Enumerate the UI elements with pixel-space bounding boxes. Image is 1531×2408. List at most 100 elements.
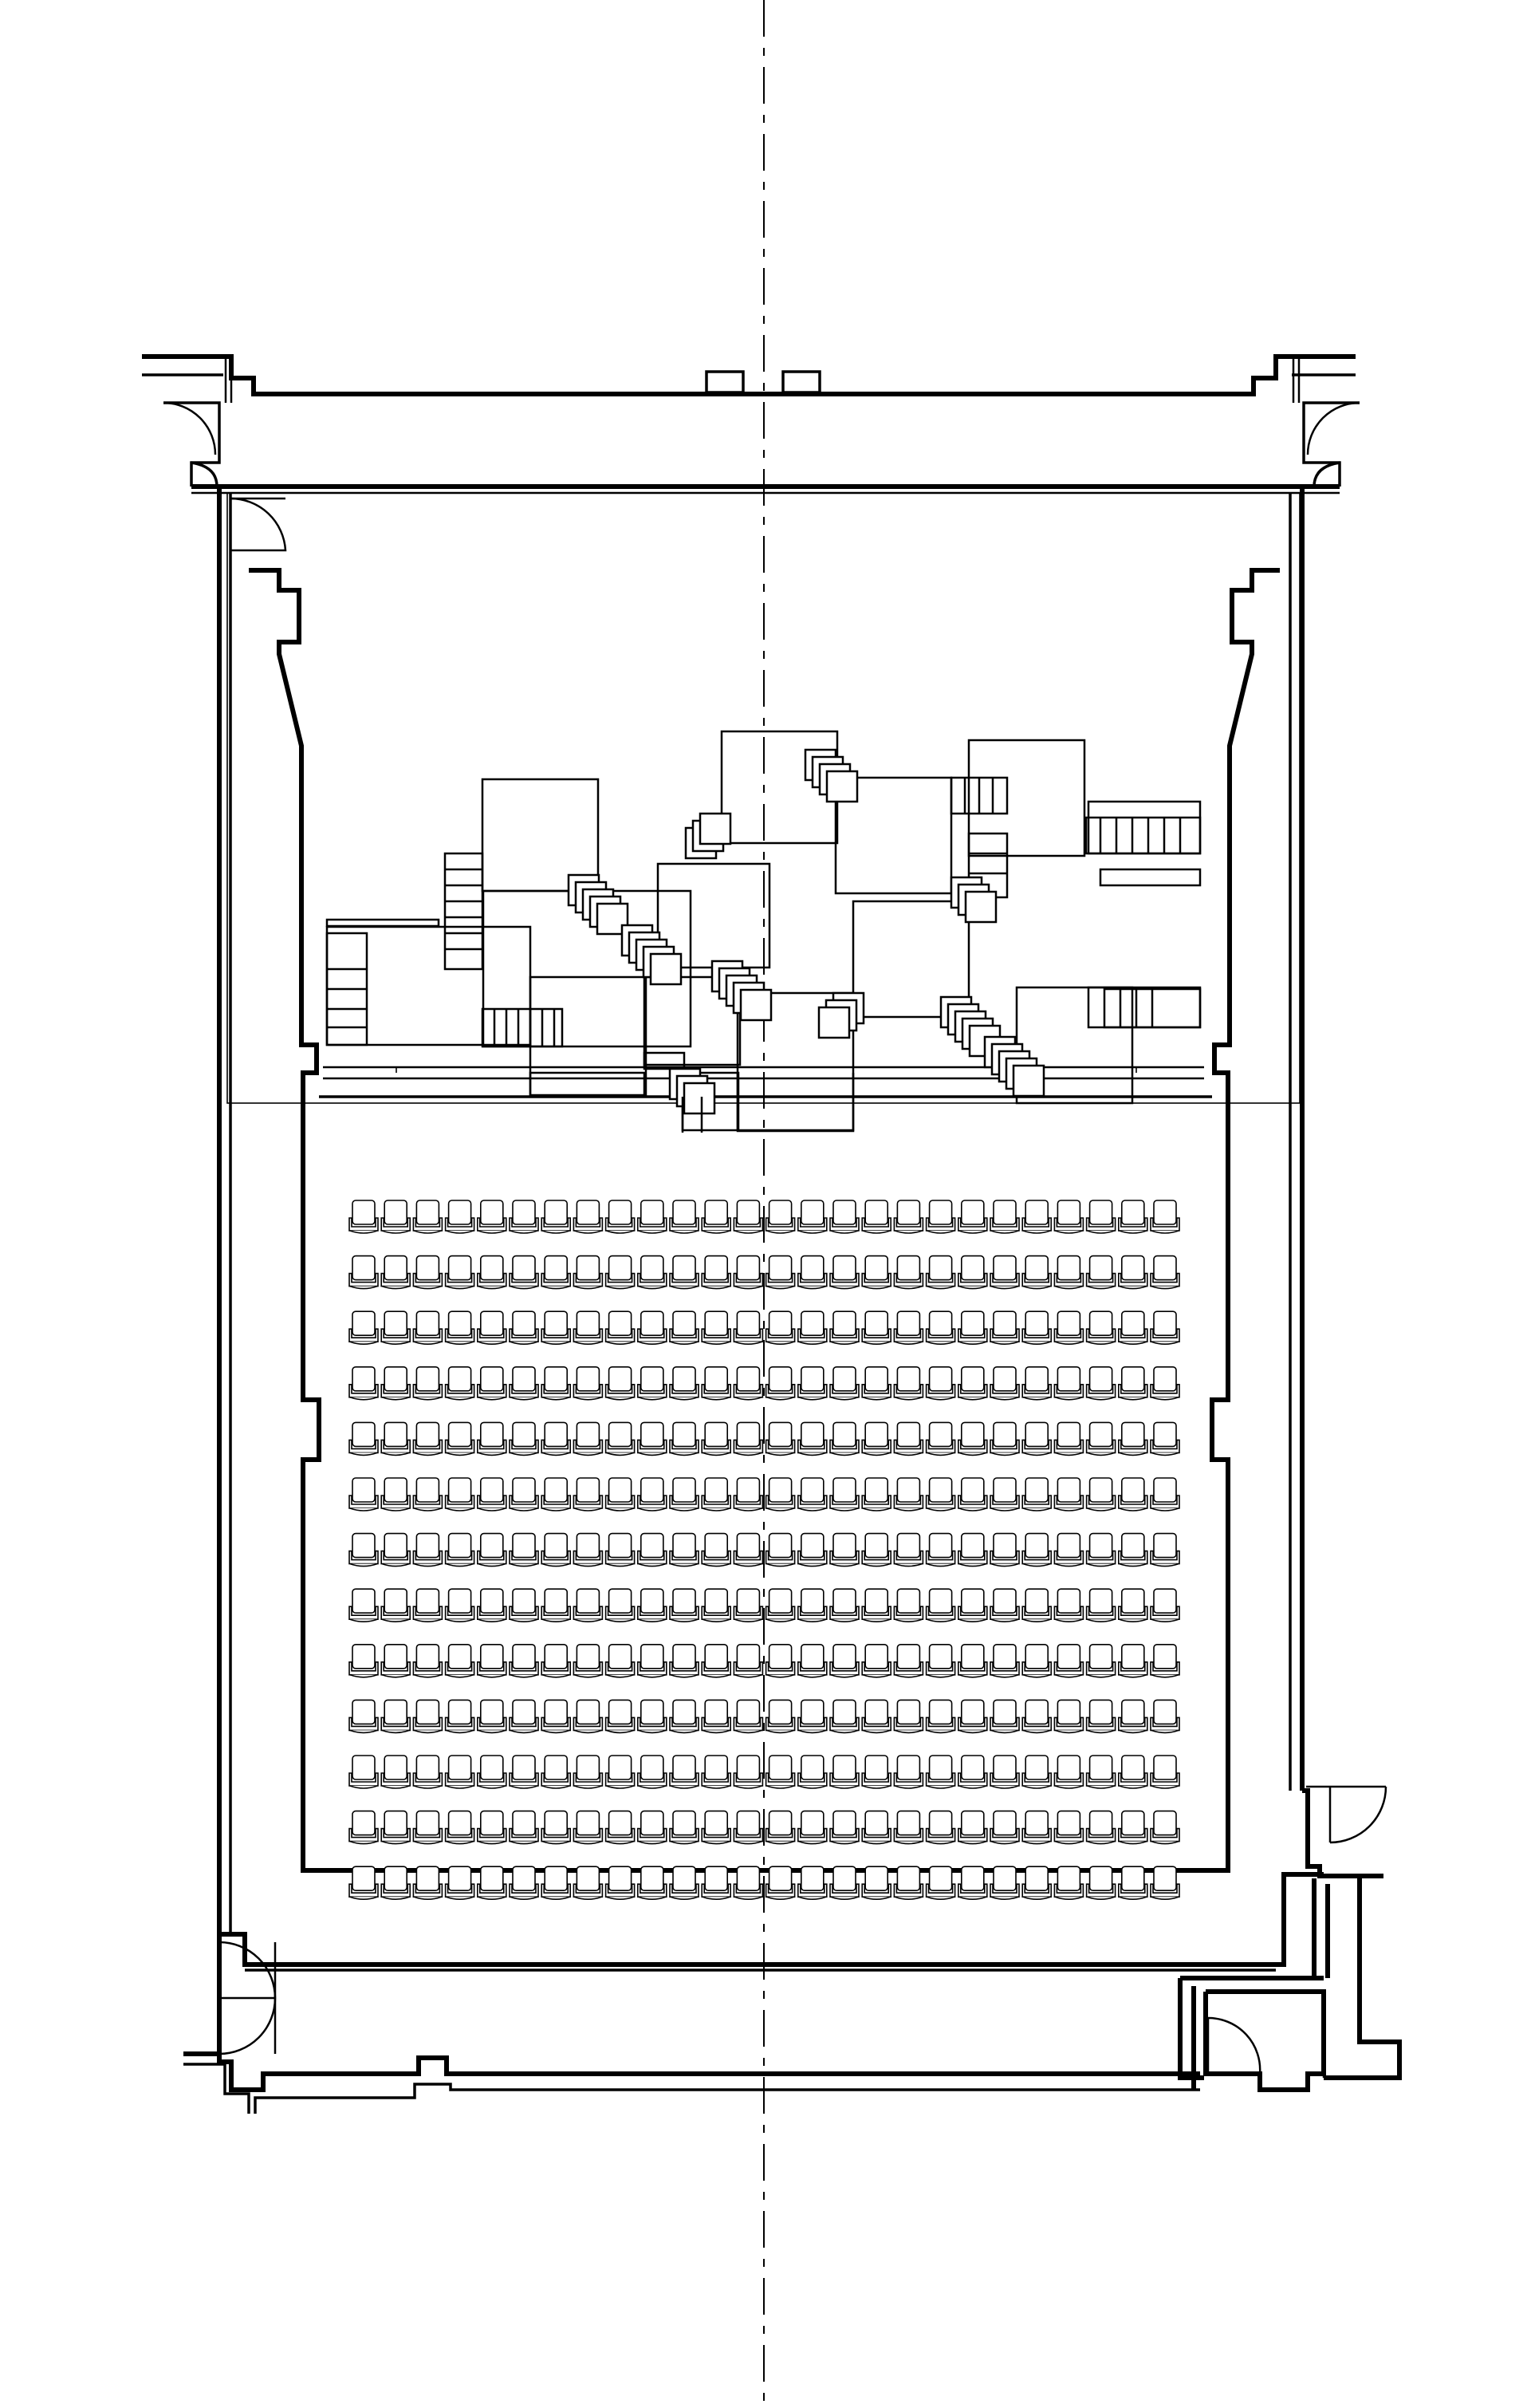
theatre-seat-icon xyxy=(1085,1532,1116,1567)
theatre-seat-icon xyxy=(669,1532,699,1567)
theatre-seat-icon xyxy=(893,1588,924,1622)
theatre-seat-icon xyxy=(893,1421,924,1456)
theatre-seat-icon xyxy=(637,1532,667,1567)
seat-row xyxy=(348,1421,1180,1456)
theatre-seat-icon xyxy=(701,1532,731,1567)
theatre-seat-icon xyxy=(733,1200,764,1234)
theatre-seat-icon xyxy=(701,1755,731,1789)
theatre-seat-icon xyxy=(380,1532,411,1567)
theatre-seat-icon xyxy=(604,1366,636,1401)
theatre-seat-icon xyxy=(765,1755,796,1789)
theatre-seat-icon xyxy=(1150,1310,1180,1345)
theatre-seat-icon xyxy=(1118,1421,1148,1456)
proscenium-left xyxy=(249,568,319,1097)
theatre-seat-icon xyxy=(733,1755,764,1789)
theatre-seat-icon xyxy=(669,1588,699,1622)
theatre-seat-icon xyxy=(380,1644,411,1678)
theatre-seat-icon xyxy=(412,1644,443,1678)
theatre-seat-icon xyxy=(861,1200,891,1234)
theatre-seat-icon xyxy=(509,1310,539,1345)
seating-area xyxy=(348,1200,1180,1900)
theatre-seat-icon xyxy=(797,1310,828,1345)
theatre-seat-icon xyxy=(573,1255,604,1290)
theatre-seat-icon xyxy=(573,1310,604,1345)
theatre-seat-icon xyxy=(477,1421,507,1456)
theatre-seat-icon xyxy=(893,1477,924,1511)
theatre-seat-icon xyxy=(990,1532,1020,1567)
theatre-seat-icon xyxy=(1021,1699,1052,1734)
theatre-seat-icon xyxy=(637,1366,667,1401)
theatre-seat-icon xyxy=(765,1366,796,1401)
theatre-seat-icon xyxy=(509,1755,539,1789)
theatre-seat-icon xyxy=(477,1588,507,1622)
theatre-seat-icon xyxy=(348,1644,379,1678)
theatre-seat-icon xyxy=(604,1866,636,1900)
theatre-seat-icon xyxy=(765,1644,796,1678)
theatre-seat-icon xyxy=(958,1255,988,1290)
theatre-seat-icon xyxy=(477,1755,507,1789)
theatre-seat-icon xyxy=(958,1588,988,1622)
theatre-seat-icon xyxy=(765,1810,796,1845)
theatre-seat-icon xyxy=(733,1644,764,1678)
theatre-seat-icon xyxy=(604,1421,636,1456)
lower-left-door xyxy=(218,1932,277,2055)
theatre-seat-icon xyxy=(412,1755,443,1789)
theatre-seat-icon xyxy=(990,1366,1020,1401)
theatre-seat-icon xyxy=(1053,1699,1084,1734)
theatre-seat-icon xyxy=(604,1532,636,1567)
theatre-seat-icon xyxy=(380,1699,411,1734)
theatre-seat-icon xyxy=(1053,1366,1084,1401)
theatre-seat-icon xyxy=(958,1366,988,1401)
theatre-seat-icon xyxy=(958,1477,988,1511)
theatre-seat-icon xyxy=(1053,1477,1084,1511)
theatre-seat-icon xyxy=(733,1588,764,1622)
theatre-seat-icon xyxy=(1118,1699,1148,1734)
theatre-seat-icon xyxy=(541,1310,571,1345)
proscenium-right xyxy=(1212,568,1280,1097)
theatre-seat-icon xyxy=(348,1366,379,1401)
theatre-seat-icon xyxy=(829,1200,860,1234)
theatre-seat-icon xyxy=(925,1866,956,1900)
theatre-seat-icon xyxy=(1085,1421,1116,1456)
theatre-seat-icon xyxy=(477,1699,507,1734)
theatre-seat-icon xyxy=(1053,1866,1084,1900)
theatre-seat-icon xyxy=(669,1366,699,1401)
theatre-seat-icon xyxy=(509,1421,539,1456)
theatre-seat-icon xyxy=(990,1644,1020,1678)
theatre-seat-icon xyxy=(1150,1366,1180,1401)
theatre-seat-icon xyxy=(412,1588,443,1622)
theatre-seat-icon xyxy=(541,1866,571,1900)
theatre-seat-icon xyxy=(765,1699,796,1734)
theatre-seat-icon xyxy=(412,1310,443,1345)
lower-right-vestibule xyxy=(1178,1788,1402,2092)
seat-row xyxy=(348,1310,1180,1345)
theatre-seat-icon xyxy=(925,1588,956,1622)
step-stack xyxy=(983,1035,1045,1098)
theatre-seat-icon xyxy=(1150,1866,1180,1900)
step-stack xyxy=(710,960,773,1022)
theatre-seat-icon xyxy=(797,1200,828,1234)
theatre-seat-icon xyxy=(990,1421,1020,1456)
theatre-seat-icon xyxy=(509,1477,539,1511)
theatre-seat-icon xyxy=(765,1421,796,1456)
step-stack xyxy=(668,1067,716,1115)
auditorium-walls xyxy=(301,1095,1230,1873)
seat-row xyxy=(348,1532,1180,1567)
theatre-seat-icon xyxy=(1118,1366,1148,1401)
theatre-seat-icon xyxy=(1021,1644,1052,1678)
theatre-seat-icon xyxy=(1150,1810,1180,1845)
theatre-seat-icon xyxy=(1021,1366,1052,1401)
theatre-seat-icon xyxy=(348,1755,379,1789)
theatre-seat-icon xyxy=(765,1477,796,1511)
stage-stairs xyxy=(325,776,1202,1048)
theatre-seat-icon xyxy=(1085,1755,1116,1789)
theatre-seat-icon xyxy=(797,1366,828,1401)
theatre-seat-icon xyxy=(861,1477,891,1511)
theatre-seat-icon xyxy=(829,1310,860,1345)
theatre-seat-icon xyxy=(829,1866,860,1900)
theatre-seat-icon xyxy=(477,1200,507,1234)
theatre-seat-icon xyxy=(637,1866,667,1900)
theatre-seat-icon xyxy=(893,1755,924,1789)
theatre-seat-icon xyxy=(765,1200,796,1234)
theatre-seat-icon xyxy=(925,1532,956,1567)
